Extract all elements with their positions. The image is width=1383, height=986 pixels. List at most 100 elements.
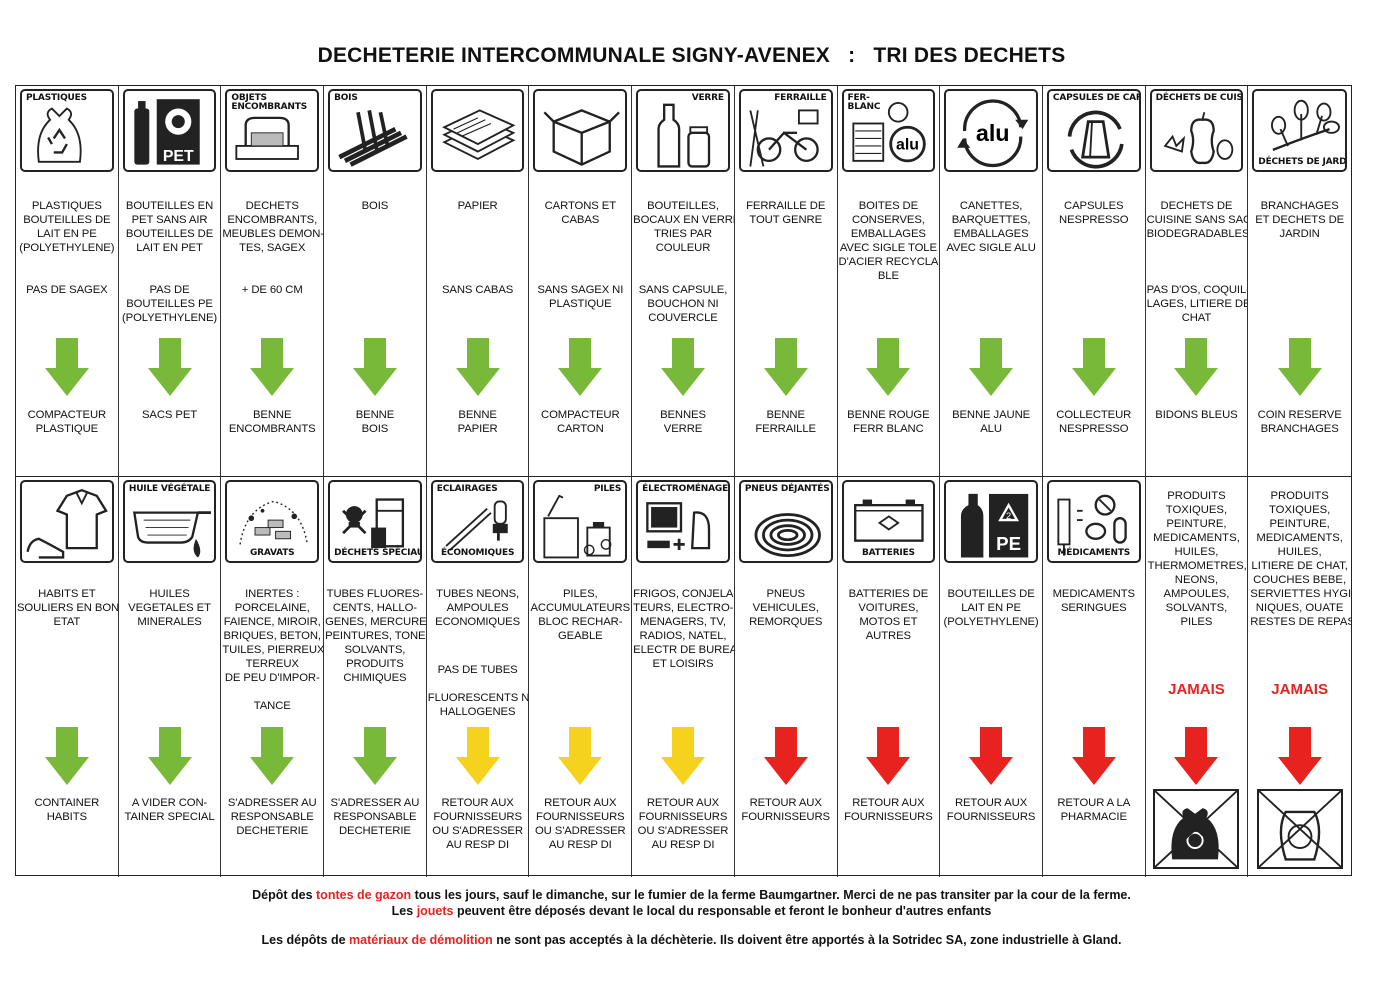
arrow-down-icon [352, 727, 397, 785]
plastic-bag-recycle-icon: PLASTIQUES [20, 89, 114, 172]
arrow-down-icon [1277, 727, 1322, 785]
destination-label: CONTAINER HABITS [34, 797, 100, 823]
accepted-items: CANETTES, BARQUETTES, EMBALLAGES AVEC SI… [946, 200, 1036, 254]
destination-label: RETOUR AUX FOURNISSEURS [741, 797, 830, 823]
alu-recycle-icon: alu [944, 89, 1038, 172]
accepted-items: MEDICAMENTS SERINGUES [1052, 588, 1135, 614]
glass-bottle-jar-icon: VERRE [636, 89, 730, 172]
accepted-items: FRIGOS, CONJELA- TEURS, ELECTRO- MENAGER… [633, 588, 735, 670]
accepted-items: CARTONS ET CABAS [544, 200, 617, 226]
destination-label: BENNE BOIS [355, 409, 395, 435]
energy-saving-bulb-icon: ECLAIRAGES ÉCONOMIQUES [430, 480, 525, 563]
icon-label: BOIS [334, 93, 358, 103]
paper-stack-icon [430, 89, 525, 172]
destination-label: COLLECTEUR NESPRESSO [1056, 409, 1132, 435]
accepted-items: TUBES NEONS, AMPOULES ECONOMIQUES [435, 588, 521, 628]
arrow-down-icon [866, 727, 911, 785]
destination-label: BENNE PAPIER [457, 409, 498, 435]
svg-text:PE: PE [996, 533, 1021, 554]
compost-bin-crossed-icon [1256, 789, 1343, 869]
destination-label: S'ADRESSER AU RESPONSABLE DECHETERIE [330, 797, 420, 837]
icon-label: DÉCHETS DE CUISINE [1155, 93, 1243, 103]
icon-label: ÉLECTROMÉNAGER [642, 484, 730, 494]
accepted-items: BRANCHAGES ET DECHETS DE JARDIN [1255, 200, 1345, 240]
destination-label: RETOUR AUX FOURNISSEURS [946, 797, 1036, 823]
accepted-items: PLASTIQUES BOUTEILLES DE LAIT EN PE (POL… [19, 200, 115, 254]
waste-category-cell: PILES PILES, ACCUMULATEURS, BLOC RECHAR- … [529, 477, 633, 877]
destination-label: RETOUR AUX FOURNISSEURS OU S'ADRESSER AU… [534, 797, 626, 851]
destination-label: BENNE ROUGE FERR BLANC [847, 409, 930, 435]
icon-label: CAPSULES DE CAFÉ [1052, 93, 1141, 103]
arrow-down-icon [558, 727, 603, 785]
icon-label: FERRAILLE [774, 93, 827, 103]
accepted-items: BOUTEILLES EN PET SANS AIR BOUTEILLES DE… [125, 200, 214, 254]
electronics-tv-icon: ÉLECTROMÉNAGER [636, 480, 730, 563]
vegetable-oil-pan-icon: HUILE VÉGÉTALE [122, 480, 217, 563]
arrow-down-icon [969, 727, 1014, 785]
accepted-items: BATTERIES DE VOITURES, MOTOS ET AUTRES [848, 588, 929, 642]
destination-label: COIN RESERVE BRANCHAGES [1257, 409, 1342, 435]
destination-label: A VIDER CON- TAINER SPECIAL [124, 797, 215, 823]
excluded-items: SANS CABAS [442, 284, 514, 296]
arrow-down-icon [147, 338, 192, 396]
clothes-shoe-icon [20, 480, 114, 563]
destination-label: RETOUR AUX FOURNISSEURS [844, 797, 933, 823]
waste-category-cell: PNEUS DÉJANTÉS PNEUS VEHICULES, REMORQUES… [735, 477, 838, 877]
tire-stack-icon: PNEUS DÉJANTÉS [738, 480, 833, 563]
arrow-down-icon [250, 338, 295, 396]
footer-line-2: Les jouets peuvent être déposés devant l… [391, 904, 992, 918]
pet-bottle-icon: PET [122, 89, 217, 172]
scrap-metal-bike-icon: FERRAILLE [738, 89, 833, 172]
accepted-items: CAPSULES NESPRESSO [1059, 200, 1129, 226]
icon-label: ECLAIRAGES [436, 484, 498, 494]
battery-cells-icon: PILES [533, 480, 628, 563]
forbidden-items-list: PRODUITS TOXIQUES, PEINTURE, MEDICAMENTS… [1147, 490, 1247, 628]
icon-label: GRAVATS [249, 548, 295, 558]
waste-category-cell: PRODUITS TOXIQUES, PEINTURE, MEDICAMENTS… [1248, 477, 1351, 877]
special-waste-skull-icon: DÉCHETS SPÉCIAUX [328, 480, 422, 563]
waste-category-cell: ECLAIRAGES ÉCONOMIQUES TUBES NEONS, AMPOUL… [427, 477, 530, 877]
accepted-items: PNEUS VEHICULES, REMORQUES [749, 588, 823, 628]
waste-category-cell: PRODUITS TOXIQUES, PEINTURE, MEDICAMENTS… [1146, 477, 1249, 877]
arrow-down-icon [660, 727, 705, 785]
icon-label: VERRE [691, 93, 724, 103]
excluded-items: PAS DE SAGEX [26, 284, 108, 296]
accepted-items: BOIS [361, 200, 389, 212]
waste-sorting-table: PLASTIQUES PLASTIQUES BOUTEILLES DE LAIT … [15, 85, 1352, 877]
accepted-items: DECHETS DE CUISINE SANS SAC BIODEGRADABL… [1146, 200, 1249, 240]
arrow-down-icon [1071, 727, 1116, 785]
arrow-down-icon [763, 338, 808, 396]
icon-label: DÉCHETS SPÉCIAUX [334, 548, 422, 558]
accepted-items: INERTES : PORCELAINE, FAIENCE, MIROIR, B… [222, 588, 325, 712]
arrow-down-icon [352, 338, 397, 396]
accepted-items: PAPIER [457, 200, 498, 212]
excluded-items: SANS SAGEX NI PLASTIQUE [537, 284, 624, 310]
destination-label: RETOUR AUX FOURNISSEURS OU S'ADRESSER AU… [637, 797, 729, 851]
arrow-down-icon [969, 338, 1014, 396]
accepted-items: DECHETS ENCOMBRANTS, MEUBLES DEMON- TES,… [222, 200, 324, 254]
page-title: DECHETERIE INTERCOMMUNALE SIGNY-AVENEX :… [317, 44, 1066, 67]
icon-label: FER- BLANC [847, 93, 881, 112]
accepted-items: PILES, ACCUMULATEURS, BLOC RECHAR- GEABL… [530, 588, 633, 642]
arrow-down-icon [660, 338, 705, 396]
medicine-pills-icon: MÉDICAMENTS [1046, 480, 1141, 563]
destination-label: BENNE JAUNE ALU [952, 409, 1031, 435]
car-battery-icon: BATTERIES [841, 480, 936, 563]
cardboard-box-icon [533, 89, 628, 172]
icon-label: BATTERIES [861, 548, 915, 558]
garden-branch-icon: DÉCHETS DE JARDIN [1252, 89, 1347, 172]
icon-label-secondary: ÉCONOMIQUES [440, 548, 515, 558]
waste-category-cell: BATTERIES BATTERIES DE VOITURES, MOTOS ET… [838, 477, 941, 877]
arrow-down-icon [147, 727, 192, 785]
destination-label: BIDONS BLEUS [1155, 409, 1238, 421]
waste-category-cell: DÉCHETS DE CUISINE DECHETS DE CUISINE SAN… [1145, 86, 1249, 477]
destination-label: BENNE ENCOMBRANTS [228, 409, 316, 435]
